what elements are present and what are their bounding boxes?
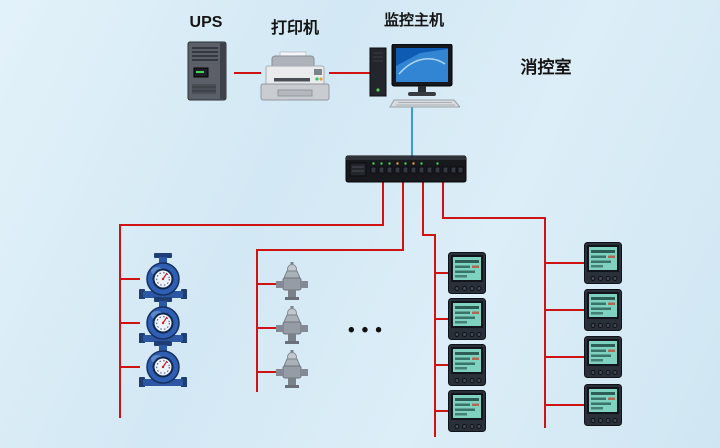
valve-meter-icon: [276, 350, 308, 388]
red-branch-meters-right: [442, 176, 546, 428]
power-meter-icon: [584, 384, 622, 426]
monitor-host-label: 监控主机: [383, 12, 444, 29]
power-meter-icon: [584, 336, 622, 378]
red-stubs-water: [120, 278, 140, 368]
red-branch-meters-left: [422, 176, 436, 437]
printer-label: 打印机: [270, 20, 319, 37]
red-branch-water-meters: [119, 176, 384, 418]
water-meter-icon: [137, 253, 189, 299]
power-meter-icon: [584, 242, 622, 284]
switch-icon: [345, 155, 467, 183]
valve-meter-icon: [276, 262, 308, 300]
water-meter-icon: [137, 297, 189, 343]
power-meter-icon: [584, 289, 622, 331]
ups-label: UPS: [189, 14, 223, 31]
water-meter-icon: [137, 341, 189, 387]
monitor-host-icon: [369, 44, 460, 108]
power-meter-icon: [448, 390, 486, 432]
power-meter-icon: [448, 298, 486, 340]
red-branch-valves: [256, 176, 404, 392]
valve-meter-icon: [276, 306, 308, 344]
printer-icon: [260, 51, 330, 101]
red-stubs-valves: [257, 283, 278, 373]
red-stubs-meters-left: [435, 272, 450, 412]
power-meter-icon: [448, 344, 486, 386]
power-meter-icon: [448, 252, 486, 294]
ellipsis-more-devices: •••: [348, 320, 389, 341]
ups-tower-icon: [187, 41, 227, 101]
red-stubs-meters-right: [545, 262, 586, 406]
control-room-label: 消控室: [520, 58, 572, 77]
